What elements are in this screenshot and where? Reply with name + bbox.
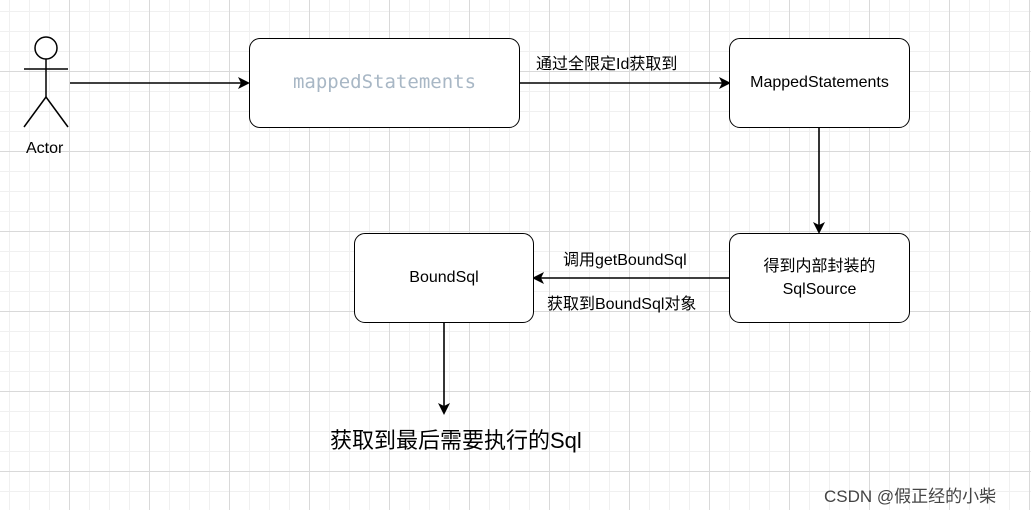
actor-figure <box>23 36 69 128</box>
node-sqlsource-label-line1: 得到内部封装的 <box>763 257 876 275</box>
node-mappedstatement[interactable]: MappedStatements <box>729 38 910 128</box>
edge-label-get-by-id: 通过全限定Id获取到 <box>536 56 678 73</box>
edge-label-get-bound-sql-object: 获取到BoundSql对象 <box>547 296 697 313</box>
node-mappedstatement-label: MappedStatements <box>750 74 889 92</box>
node-mappedstatements-map-label: mappedStatements <box>292 71 477 94</box>
watermark: CSDN @假正经的小柴 <box>824 487 997 506</box>
actor-label: Actor <box>26 140 64 157</box>
node-sqlsource-label-line2: SqlSource <box>782 281 857 298</box>
node-boundsql-label: BoundSql <box>409 269 479 287</box>
edge-label-call-get-bound-sql: 调用getBoundSql <box>563 252 687 269</box>
node-sqlsource[interactable]: 得到内部封装的 SqlSource <box>729 233 910 323</box>
node-mappedstatements-map[interactable]: mappedStatements <box>249 38 520 128</box>
final-sql-label: 获取到最后需要执行的Sql <box>330 428 582 453</box>
node-boundsql[interactable]: BoundSql <box>354 233 534 323</box>
